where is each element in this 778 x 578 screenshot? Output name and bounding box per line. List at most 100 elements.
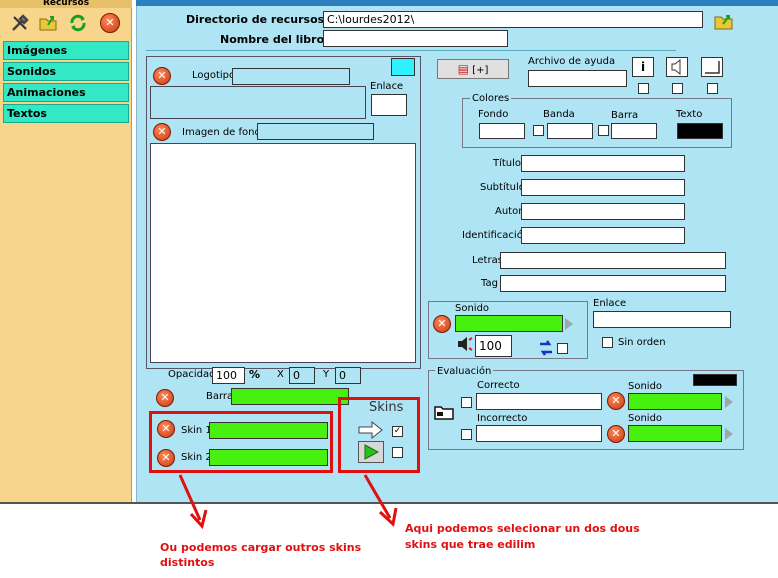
color-fondo-swatch[interactable] <box>479 123 525 139</box>
sidebar-item-textos[interactable]: Textos <box>3 104 129 123</box>
resources-box <box>146 56 421 369</box>
sound-label: Sonido <box>455 303 490 314</box>
remove-correct-sound-button[interactable]: ✕ <box>607 392 625 410</box>
incorrect-checkbox[interactable] <box>461 429 472 440</box>
skin1-checkbox[interactable]: ✓ <box>392 426 403 437</box>
skin1-input[interactable] <box>209 422 328 439</box>
highlight-skin-files <box>149 411 333 473</box>
correct-input[interactable] <box>476 393 602 410</box>
tag-input[interactable] <box>500 275 726 292</box>
color-texto-label: Texto <box>676 109 703 120</box>
title-bar <box>136 0 778 6</box>
incorrect-input[interactable] <box>476 425 602 442</box>
info-checkbox[interactable] <box>638 83 649 94</box>
color-banda-swatch[interactable] <box>547 123 593 139</box>
tools-icon[interactable] <box>8 11 32 35</box>
separator <box>146 50 676 51</box>
sound-link-input[interactable] <box>593 311 731 328</box>
author-input[interactable] <box>521 203 685 220</box>
folder-icon[interactable] <box>433 403 455 421</box>
unordered-checkbox[interactable] <box>602 337 613 348</box>
logo-label: Logotipo <box>192 70 236 81</box>
incorrect-sound-input[interactable] <box>628 425 722 442</box>
correct-label: Correcto <box>477 380 520 391</box>
window-checkbox[interactable] <box>707 83 718 94</box>
color-banda-checkbox[interactable] <box>533 125 544 136</box>
letters-input[interactable] <box>500 252 726 269</box>
y-label: Y <box>323 369 330 380</box>
unordered-label: Sin orden <box>618 337 666 348</box>
resource-dir-input[interactable]: C:\lourdes2012\ <box>323 11 703 28</box>
subtitle-input[interactable] <box>521 179 685 196</box>
remove-skin1-button[interactable]: ✕ <box>157 420 175 438</box>
background-preview <box>150 143 416 363</box>
arrow-skin-icon[interactable] <box>358 420 384 440</box>
sound-group <box>428 301 588 359</box>
tag-label: Tag <box>481 278 498 289</box>
correct-sound-play-icon[interactable] <box>725 396 733 408</box>
help-file-label: Archivo de ayuda <box>528 56 616 67</box>
x-input[interactable]: 0 <box>289 367 315 384</box>
skin2-checkbox[interactable] <box>392 447 403 458</box>
book-name-input[interactable] <box>323 30 508 47</box>
background-image-input[interactable] <box>257 123 374 140</box>
volume-input[interactable]: 100 <box>475 335 512 357</box>
color-barra-checkbox[interactable] <box>598 125 609 136</box>
logo-link-label: Enlace <box>370 81 404 92</box>
opacity-unit: % <box>249 368 261 381</box>
correct-checkbox[interactable] <box>461 397 472 408</box>
remove-bar-button[interactable]: ✕ <box>156 389 174 407</box>
annotation-left-line2: distintos <box>160 556 215 569</box>
evaluation-color-swatch[interactable] <box>693 374 737 386</box>
open-folder-icon[interactable] <box>713 11 735 31</box>
window-icon[interactable] <box>701 57 723 77</box>
loop-icon[interactable] <box>537 340 555 356</box>
bottom-divider <box>0 502 778 504</box>
refresh-icon[interactable] <box>66 11 90 35</box>
background-image-label: Imagen de fondo <box>182 127 267 138</box>
skin1-label: Skin 1 <box>181 425 212 436</box>
sidebar-item-sonidos[interactable]: Sonidos <box>3 62 129 81</box>
remove-skin2-button[interactable]: ✕ <box>157 449 175 467</box>
sound-input[interactable] <box>455 315 563 332</box>
loop-checkbox[interactable] <box>557 343 568 354</box>
help-add-label: [+] <box>472 65 489 76</box>
incorrect-label: Incorrecto <box>477 413 528 424</box>
remove-sound-button[interactable]: ✕ <box>433 315 451 333</box>
sidebar-item-animaciones[interactable]: Animaciones <box>3 83 129 102</box>
correct-sound-input[interactable] <box>628 393 722 410</box>
sound-play-icon[interactable] <box>565 318 573 330</box>
skin2-input[interactable] <box>209 449 328 466</box>
remove-logo-button[interactable]: ✕ <box>153 67 171 85</box>
color-texto-swatch[interactable] <box>677 123 723 139</box>
incorrect-sound-play-icon[interactable] <box>725 428 733 440</box>
correct-sound-label: Sonido <box>628 381 663 392</box>
title-input[interactable] <box>521 155 685 172</box>
speaker-icon[interactable] <box>666 57 688 77</box>
identification-input[interactable] <box>521 227 685 244</box>
bar-label: Barra <box>206 391 234 402</box>
play-skin-icon[interactable] <box>358 441 384 463</box>
letters-label: Letras <box>472 255 503 266</box>
opacity-input[interactable]: 100 <box>212 367 245 384</box>
sidebar-item-imagenes[interactable]: Imágenes <box>3 41 129 60</box>
logo-link-input[interactable] <box>371 94 407 116</box>
speaker-checkbox[interactable] <box>672 83 683 94</box>
bar-input[interactable] <box>231 388 349 405</box>
info-icon[interactable]: i <box>632 57 654 77</box>
opacity-label: Opacidad <box>168 369 216 380</box>
help-file-input[interactable] <box>528 70 627 87</box>
remove-incorrect-sound-button[interactable]: ✕ <box>607 425 625 443</box>
color-barra-swatch[interactable] <box>611 123 657 139</box>
logo-input[interactable] <box>232 68 350 85</box>
close-icon[interactable]: ✕ <box>100 13 120 33</box>
help-add-button[interactable]: ▤ [+] <box>437 59 509 79</box>
annotation-arrows <box>178 474 398 530</box>
identification-label: Identificación <box>462 230 530 241</box>
color-fondo-label: Fondo <box>478 109 509 120</box>
open-folder-icon[interactable] <box>36 11 60 35</box>
logo-color-swatch[interactable] <box>391 58 415 76</box>
annotation-right-line2: skins que trae edilim <box>405 538 536 551</box>
remove-background-button[interactable]: ✕ <box>153 123 171 141</box>
y-input[interactable]: 0 <box>335 367 361 384</box>
